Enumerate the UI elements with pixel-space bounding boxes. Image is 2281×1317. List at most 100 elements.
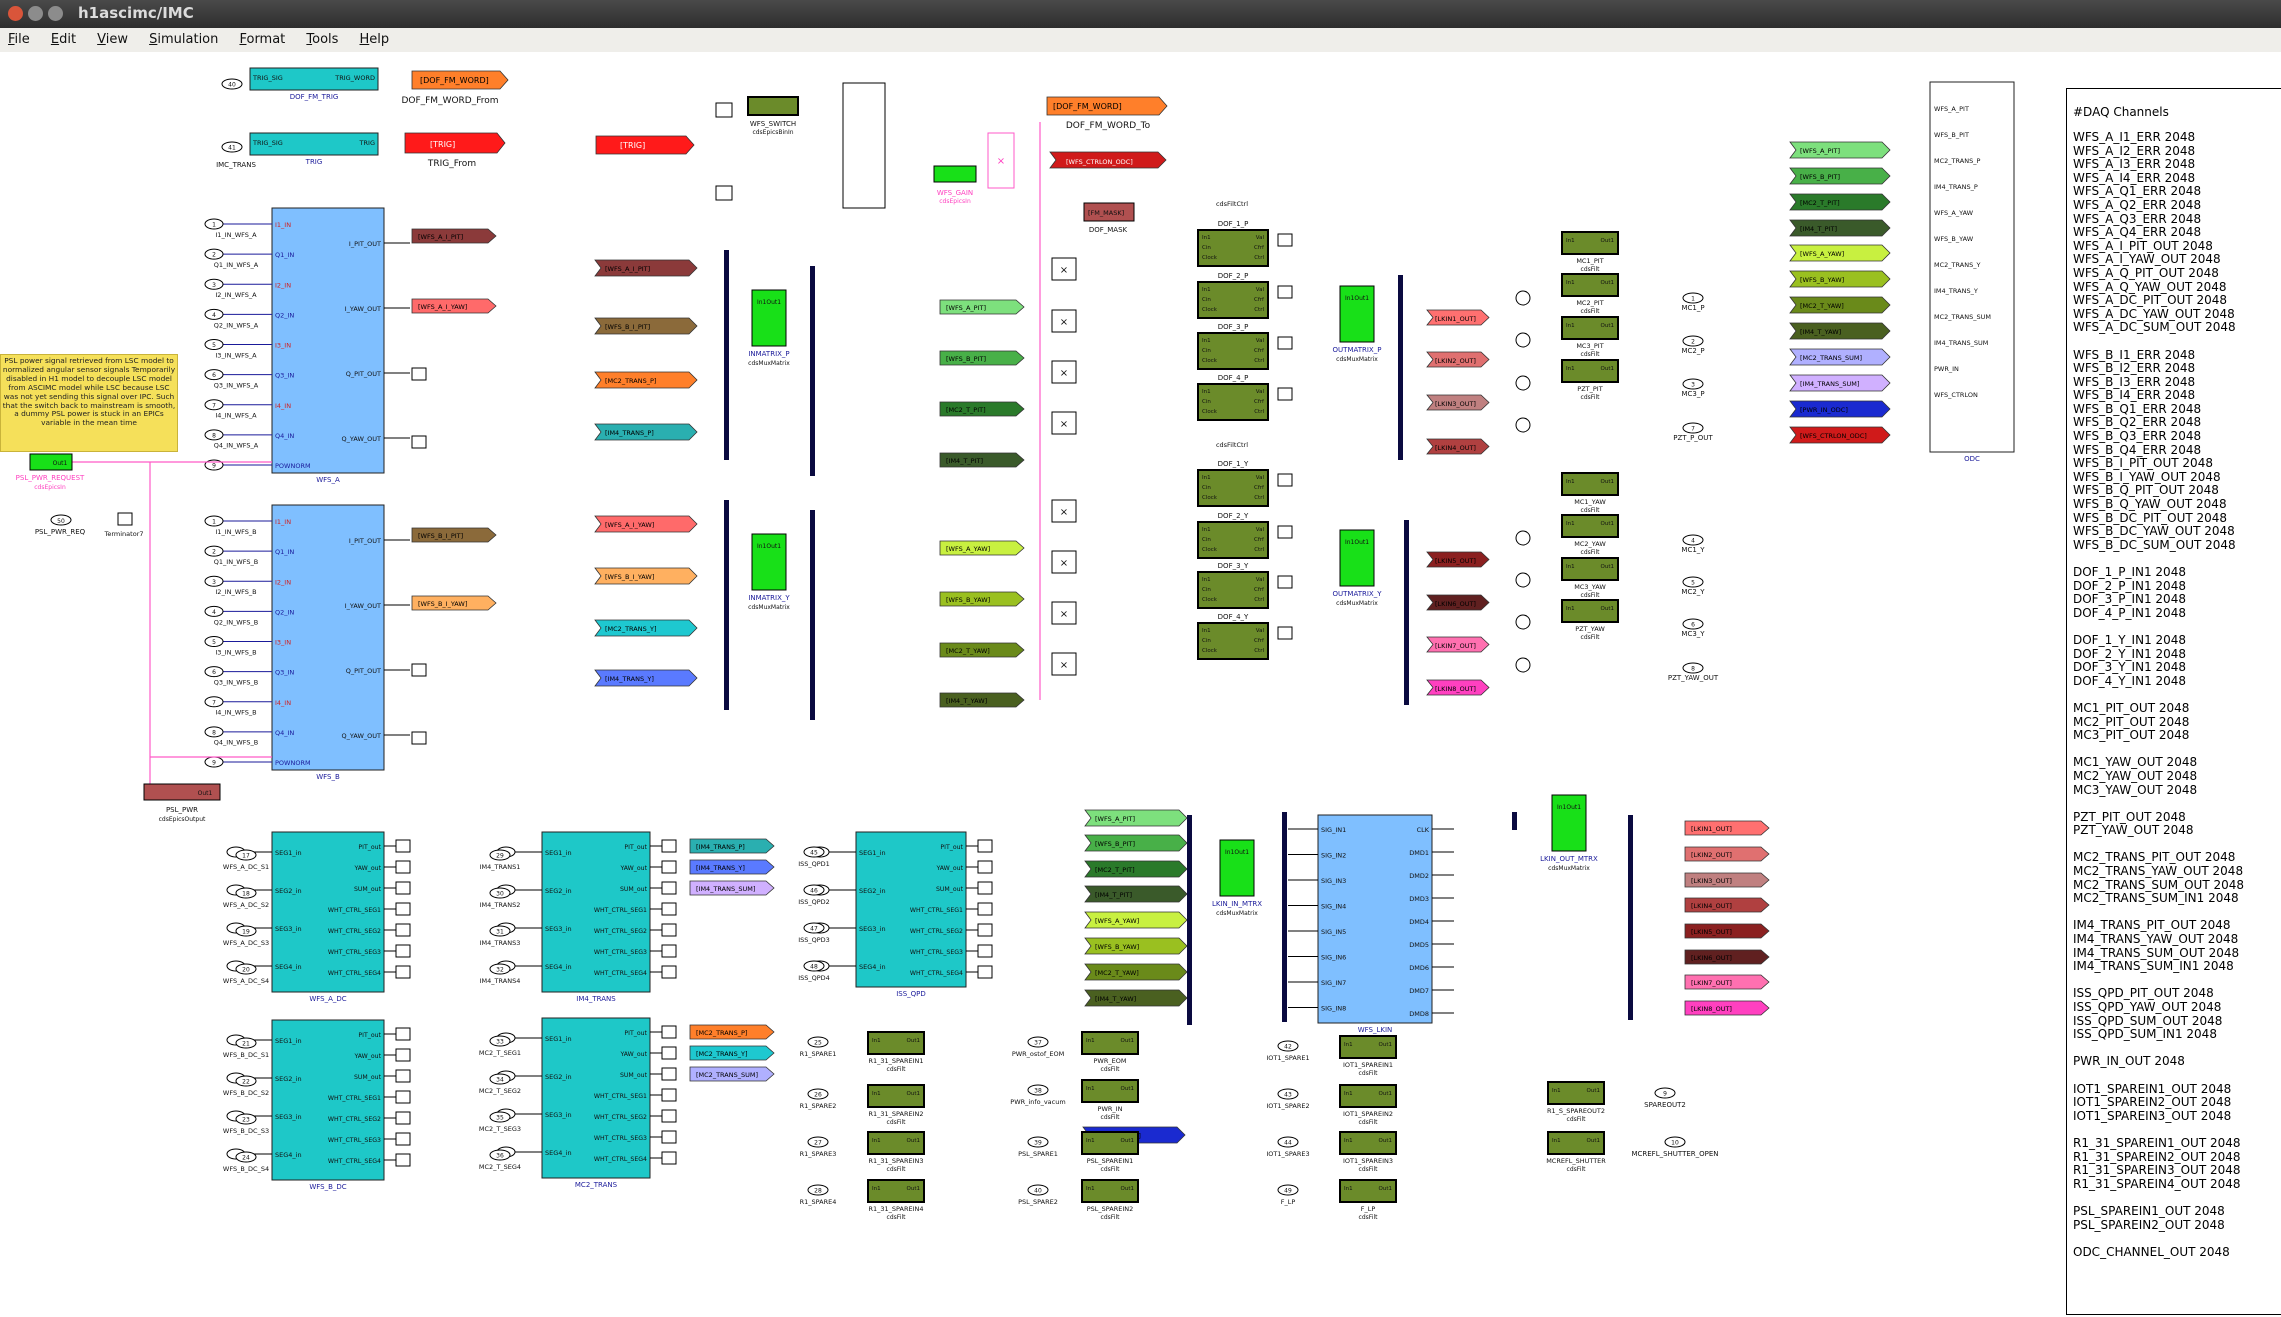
from-tag[interactable]	[1426, 351, 1490, 368]
inport[interactable]	[1277, 1184, 1299, 1196]
filter-iot1_sparein3[interactable]	[1339, 1131, 1397, 1155]
from-tag[interactable]	[594, 259, 698, 277]
inport[interactable]	[489, 1111, 511, 1123]
goto-tag[interactable]	[939, 642, 1025, 658]
inport[interactable]	[221, 141, 243, 153]
sum-block[interactable]	[1515, 375, 1531, 391]
minimize-icon[interactable]	[28, 6, 43, 21]
menu-edit[interactable]: Edit	[50, 32, 77, 47]
inport[interactable]	[1027, 1036, 1049, 1048]
from-tag[interactable]	[1084, 809, 1188, 827]
product-block[interactable]	[1051, 309, 1077, 333]
inport[interactable]	[1027, 1136, 1049, 1148]
outport[interactable]	[1682, 662, 1704, 674]
filter-dof_1_y[interactable]	[1197, 469, 1269, 507]
block-wfs_a[interactable]	[271, 207, 385, 474]
maximize-icon[interactable]	[48, 6, 63, 21]
inport[interactable]	[489, 1073, 511, 1085]
inport[interactable]	[235, 887, 257, 899]
goto-tag[interactable]	[939, 401, 1025, 417]
from-tag[interactable]	[1789, 322, 1891, 340]
filter-pwr_eom[interactable]	[1081, 1031, 1139, 1055]
filter-r1_31_sparein4[interactable]	[867, 1179, 925, 1203]
goto-tag[interactable]	[939, 452, 1025, 468]
product-block[interactable]	[1051, 499, 1077, 523]
block-wfs_lkin[interactable]	[1317, 814, 1433, 1024]
menu-format[interactable]: Format	[239, 32, 286, 47]
from-tag[interactable]	[594, 317, 698, 335]
inport[interactable]	[204, 545, 224, 557]
product-block[interactable]	[1051, 601, 1077, 625]
fm-mask-block[interactable]	[1083, 202, 1135, 222]
filter-mc2_pit[interactable]	[1561, 273, 1619, 297]
from-tag[interactable]	[1084, 937, 1188, 955]
filter-pzt_pit[interactable]	[1561, 359, 1619, 383]
inport[interactable]	[204, 605, 224, 617]
from-tag[interactable]	[1789, 296, 1891, 314]
outport[interactable]	[1682, 534, 1704, 546]
product-block[interactable]	[1051, 652, 1077, 676]
inport[interactable]	[235, 1075, 257, 1087]
switch-block[interactable]	[842, 82, 886, 209]
outport[interactable]	[1682, 292, 1704, 304]
from-tag[interactable]	[1084, 963, 1188, 981]
matrix-outmatrix_y[interactable]	[1339, 529, 1375, 587]
inport[interactable]	[204, 248, 224, 260]
block-trig[interactable]	[249, 132, 379, 156]
matrix-lkin_in_mtrx[interactable]	[1219, 839, 1255, 897]
from-tag[interactable]	[594, 669, 698, 687]
sum-block[interactable]	[1515, 572, 1531, 588]
inport[interactable]	[489, 963, 511, 975]
from-tag[interactable]	[1426, 309, 1490, 326]
product-block[interactable]	[1051, 411, 1077, 435]
goto-tag[interactable]	[1684, 897, 1770, 913]
outport[interactable]	[1664, 1136, 1686, 1148]
goto-tag[interactable]	[411, 298, 497, 314]
goto-tag[interactable]	[939, 692, 1025, 708]
goto-tag[interactable]	[1684, 872, 1770, 888]
inport[interactable]	[803, 884, 825, 896]
from-tag[interactable]	[1789, 141, 1891, 159]
product-block[interactable]	[1051, 257, 1077, 281]
inport[interactable]	[204, 726, 224, 738]
goto-tag[interactable]	[595, 135, 695, 155]
menu-view[interactable]: View	[97, 32, 129, 47]
product-block[interactable]	[1051, 550, 1077, 574]
from-tag[interactable]	[1049, 151, 1167, 169]
inport[interactable]	[803, 846, 825, 858]
inport[interactable]	[1277, 1088, 1299, 1100]
inport[interactable]	[204, 369, 224, 381]
outport[interactable]	[1682, 422, 1704, 434]
from-tag[interactable]	[594, 619, 698, 637]
inport[interactable]	[204, 636, 224, 647]
outport[interactable]	[1682, 576, 1704, 588]
inport[interactable]	[807, 1136, 829, 1148]
sum-block[interactable]	[1515, 332, 1531, 348]
from-tag[interactable]	[1084, 885, 1188, 903]
from-tag[interactable]	[594, 371, 698, 389]
goto-tag[interactable]	[404, 132, 506, 154]
from-tag[interactable]	[1789, 374, 1891, 392]
inport[interactable]	[235, 963, 257, 975]
menu-file[interactable]: File	[8, 32, 30, 47]
goto-tag[interactable]	[1684, 820, 1770, 836]
filter-dof_4_p[interactable]	[1197, 383, 1269, 421]
from-tag[interactable]	[1789, 193, 1891, 211]
inport[interactable]	[204, 278, 224, 290]
goto-tag[interactable]	[689, 1066, 775, 1082]
inport[interactable]	[221, 78, 243, 90]
sum-block[interactable]	[1515, 530, 1531, 546]
goto-tag[interactable]	[1684, 974, 1770, 990]
outport[interactable]	[1682, 335, 1704, 347]
matrix-lkin_out_mtrx[interactable]	[1551, 794, 1587, 852]
from-tag[interactable]	[1084, 860, 1188, 878]
filter-mc2_yaw[interactable]	[1561, 514, 1619, 538]
filter-r1_s_spareout2[interactable]	[1547, 1081, 1605, 1105]
block-dof_fm_trig[interactable]	[249, 67, 379, 91]
inport[interactable]	[1027, 1184, 1049, 1196]
from-tag[interactable]	[594, 567, 698, 585]
from-tag[interactable]	[594, 423, 698, 441]
inport[interactable]	[204, 515, 224, 527]
inport[interactable]	[204, 308, 224, 320]
